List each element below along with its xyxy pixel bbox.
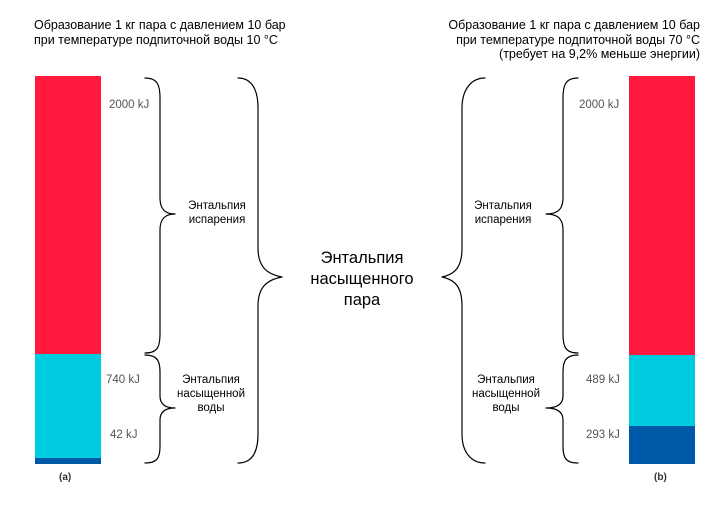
bar-left-evaporation xyxy=(35,76,101,354)
left-saturated-water-label-line-1: Энтальпия xyxy=(182,374,240,386)
left-saturated-water-brace xyxy=(144,354,176,464)
left-value-bottom: 42 kJ xyxy=(110,429,138,441)
bar-left-saturated-water xyxy=(35,354,101,458)
right-saturated-water-brace xyxy=(545,354,579,464)
left-saturated-water-label-line-2: насыщенной xyxy=(176,388,245,400)
right-value-bottom: 293 kJ xyxy=(586,429,620,441)
bar-right-evaporation xyxy=(629,76,695,355)
center-label-line-1: Энтальпия xyxy=(320,249,404,267)
title-right-line-1: Образование 1 кг пара с давлением 10 бар xyxy=(448,18,700,32)
right-saturated-water-label-line-3: воды xyxy=(492,402,520,414)
left-value-top: 2000 kJ xyxy=(109,99,150,111)
left-evaporation-label: Энтальпия испарения xyxy=(178,199,256,227)
title-left-line-1: Образование 1 кг пара с давлением 10 бар xyxy=(34,18,286,32)
caption-b: (b) xyxy=(654,472,667,483)
right-saturated-water-label-line-2: насыщенной xyxy=(471,388,540,400)
title-left-line-2: при температуре подпиточной воды 10 °C xyxy=(34,32,278,47)
title-right-line-3: (требует на 9,2% меньше энергии) xyxy=(499,47,700,61)
right-value-middle: 489 kJ xyxy=(586,374,620,386)
right-steam-brace xyxy=(441,77,486,464)
right-evaporation-label-line-2: испарения xyxy=(474,214,532,226)
caption-a: (a) xyxy=(59,472,72,483)
right-evaporation-label-line-1: Энтальпия xyxy=(474,200,532,212)
left-steam-brace xyxy=(237,77,283,464)
right-evaporation-label: Энтальпия испарения xyxy=(463,199,543,227)
left-evaporation-brace xyxy=(144,77,176,354)
right-saturated-water-label: Энтальпия насыщенной воды xyxy=(468,373,544,415)
left-saturated-water-label: Энтальпия насыщенной воды xyxy=(175,373,247,415)
title-left: Образование 1 кг пара с давлением 10 бар… xyxy=(34,18,286,47)
center-label-line-3: пара xyxy=(343,291,381,309)
bar-right-feed-water xyxy=(629,426,695,464)
center-label-line-2: насыщенного xyxy=(310,270,414,288)
bar-left-feed-water xyxy=(35,458,101,464)
right-saturated-water-label-line-1: Энтальпия xyxy=(477,374,535,386)
right-value-top: 2000 kJ xyxy=(579,99,620,111)
left-evaporation-label-line-2: испарения xyxy=(188,214,246,226)
center-steam-enthalpy-label: Энтальпия насыщенного пара xyxy=(292,248,432,311)
right-evaporation-brace xyxy=(545,77,579,354)
title-right-line-2: при температуре подпиточной воды 70 °C xyxy=(456,32,700,47)
title-right: Образование 1 кг пара с давлением 10 бар… xyxy=(448,18,700,62)
left-value-middle: 740 kJ xyxy=(106,374,140,386)
left-evaporation-label-line-1: Энтальпия xyxy=(188,200,246,212)
bar-right-saturated-water xyxy=(629,355,695,426)
left-saturated-water-label-line-3: воды xyxy=(197,402,225,414)
